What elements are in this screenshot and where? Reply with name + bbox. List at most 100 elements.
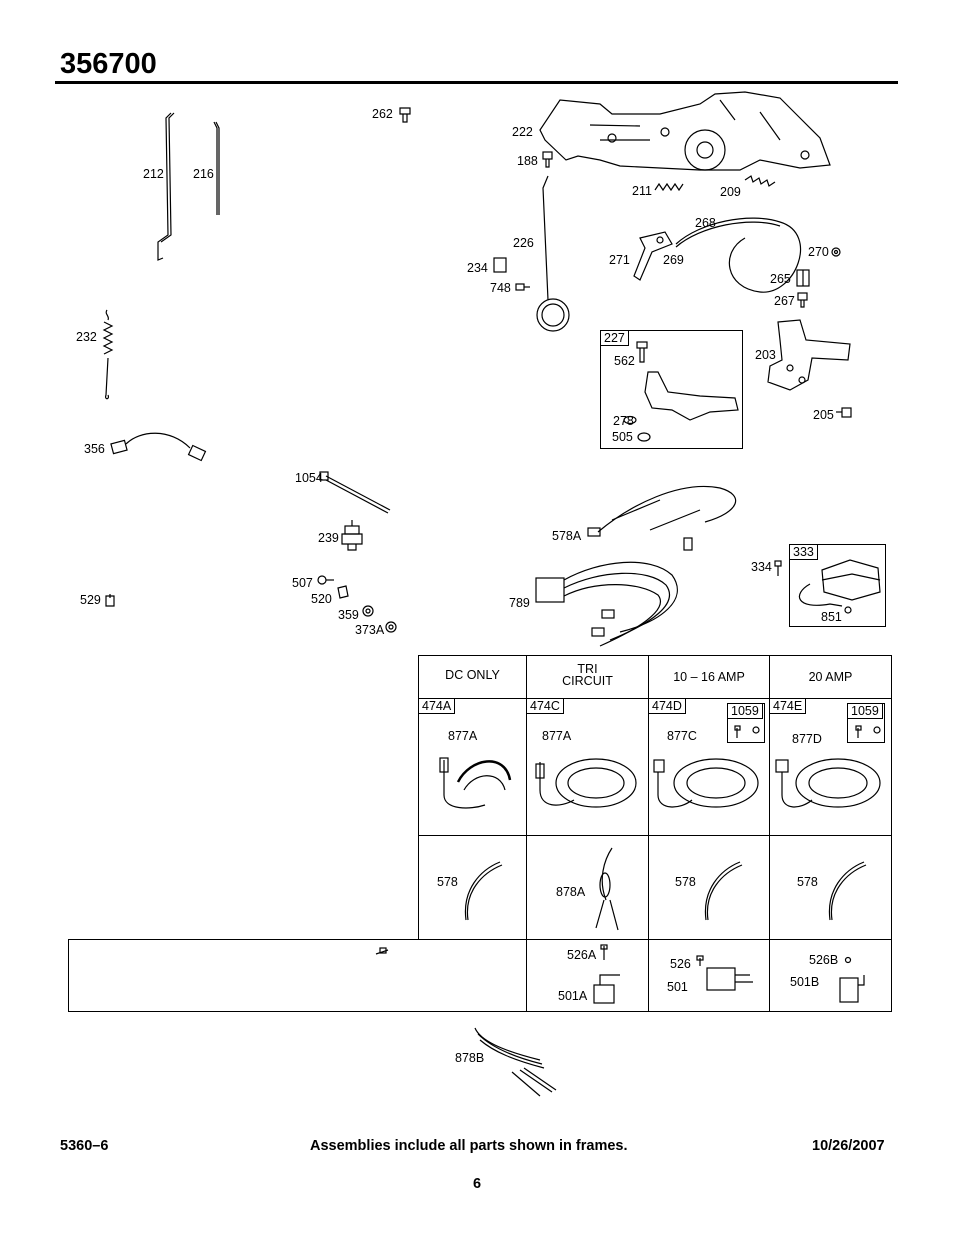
clip-234-drawing bbox=[493, 257, 507, 273]
assembly-frame-227 bbox=[600, 330, 743, 449]
stator-474C-drawing bbox=[535, 758, 637, 808]
governor-rod-226-drawing bbox=[536, 175, 570, 332]
link-rod-212-drawing bbox=[157, 112, 175, 261]
wire-harness-356-drawing bbox=[110, 432, 207, 462]
lead-878A-drawing bbox=[595, 847, 619, 931]
tie-strap-1054-drawing bbox=[319, 471, 391, 514]
callout-877D: 877D bbox=[792, 732, 822, 746]
callout-578-d: 578 bbox=[675, 875, 696, 889]
callout-271: 271 bbox=[609, 253, 630, 267]
screw-188-drawing bbox=[542, 151, 553, 168]
callout-239: 239 bbox=[318, 531, 339, 545]
lead-578-e-drawing bbox=[828, 861, 867, 921]
lead-cell-d bbox=[648, 835, 770, 940]
screw-205-drawing bbox=[836, 407, 852, 418]
kit-tag-1059-d: 1059 bbox=[727, 703, 763, 719]
footer-date: 10/26/2007 bbox=[812, 1138, 885, 1154]
callout-562: 562 bbox=[614, 354, 635, 368]
callout-578-e: 578 bbox=[797, 875, 818, 889]
clamp-265-drawing bbox=[796, 269, 810, 287]
lead-cell-a bbox=[418, 835, 527, 940]
stator-474D-drawing bbox=[653, 758, 759, 808]
nut-270-drawing bbox=[831, 247, 841, 257]
callout-878B: 878B bbox=[455, 1051, 485, 1065]
callout-520: 520 bbox=[311, 592, 332, 606]
callout-270: 270 bbox=[808, 245, 829, 259]
footer-doc-number: 5360–6 bbox=[60, 1138, 109, 1154]
callout-877C: 877C bbox=[667, 729, 697, 743]
callout-501: 501 bbox=[667, 980, 688, 994]
callout-373A: 373A bbox=[355, 623, 385, 637]
spring-211-drawing bbox=[654, 182, 684, 192]
assembly-tag-474E: 474E bbox=[769, 698, 807, 714]
callout-748: 748 bbox=[490, 281, 511, 295]
callout-878A: 878A bbox=[556, 885, 586, 899]
screw-267-drawing bbox=[797, 292, 808, 308]
oil-switch-239-drawing bbox=[341, 520, 363, 551]
harness-878B-drawing bbox=[474, 1027, 557, 1097]
nut-373A-drawing bbox=[385, 621, 397, 633]
bracket-203-drawing bbox=[767, 319, 851, 391]
callout-851: 851 bbox=[821, 610, 842, 624]
stator-cell-c bbox=[526, 698, 649, 836]
stator-474A-drawing bbox=[439, 757, 512, 809]
callout-1054: 1054 bbox=[295, 471, 323, 485]
callout-212: 212 bbox=[143, 167, 164, 181]
callout-501B: 501B bbox=[790, 975, 820, 989]
screw-334-drawing bbox=[774, 560, 782, 576]
lever-271-drawing bbox=[633, 231, 673, 281]
callout-265: 265 bbox=[770, 272, 791, 286]
washer-359-drawing bbox=[362, 605, 374, 617]
callout-188: 188 bbox=[517, 154, 538, 168]
callout-877A-a: 877A bbox=[448, 729, 478, 743]
callout-359: 359 bbox=[338, 608, 359, 622]
callout-268: 268 bbox=[695, 216, 716, 230]
ignition-module-333-drawing bbox=[799, 559, 881, 614]
control-bracket-222-drawing bbox=[539, 91, 831, 171]
regulator-cell-d bbox=[648, 939, 770, 1012]
callout-222: 222 bbox=[512, 125, 533, 139]
spring-232-drawing bbox=[102, 309, 114, 400]
link-rod-216-drawing bbox=[213, 121, 220, 215]
header-10-16-amp: 10 – 16 AMP bbox=[673, 670, 745, 684]
regulator-501-drawing bbox=[696, 955, 753, 991]
callout-501A: 501A bbox=[558, 989, 588, 1003]
callout-278: 278 bbox=[613, 414, 634, 428]
title-divider bbox=[55, 81, 898, 84]
callout-526: 526 bbox=[670, 957, 691, 971]
header-tri-line2: CIRCUIT bbox=[562, 674, 613, 688]
callout-526A: 526A bbox=[567, 948, 597, 962]
callout-232: 232 bbox=[76, 330, 97, 344]
assembly-tag-474D: 474D bbox=[648, 698, 686, 714]
lead-578-a-drawing bbox=[464, 861, 503, 921]
kit-tag-1059-e: 1059 bbox=[847, 703, 883, 719]
harness-578A-drawing bbox=[587, 486, 737, 551]
header-20-amp: 20 AMP bbox=[808, 670, 853, 684]
screw-262-drawing bbox=[399, 107, 411, 123]
callout-226: 226 bbox=[513, 236, 534, 250]
stator-cell-a bbox=[418, 698, 527, 836]
callout-578-a: 578 bbox=[437, 875, 458, 889]
terminal-520-drawing bbox=[337, 585, 349, 599]
footer-note: Assemblies include all parts shown in fr… bbox=[310, 1138, 628, 1154]
clip-529-drawing bbox=[105, 594, 115, 607]
kit-1059-e-drawing bbox=[855, 725, 881, 738]
assembly-tag-227: 227 bbox=[600, 330, 629, 346]
regulator-501B-drawing bbox=[839, 956, 865, 1003]
callout-205: 205 bbox=[813, 408, 834, 422]
bracket-227-drawing bbox=[623, 341, 739, 442]
callout-529: 529 bbox=[80, 593, 101, 607]
callout-269: 269 bbox=[663, 253, 684, 267]
header-tri-line1: TRI bbox=[577, 662, 598, 676]
callout-578A: 578A bbox=[552, 529, 582, 543]
callout-334: 334 bbox=[751, 560, 772, 574]
lead-cell-e bbox=[769, 835, 892, 940]
assembly-tag-333: 333 bbox=[789, 544, 818, 560]
screw-748-drawing bbox=[515, 283, 530, 291]
callout-877A-c: 877A bbox=[542, 729, 572, 743]
throttle-cable-268-drawing bbox=[675, 217, 801, 293]
assembly-frame-333 bbox=[789, 544, 886, 627]
callout-356: 356 bbox=[84, 442, 105, 456]
header-dc-only: DC ONLY bbox=[445, 668, 500, 682]
lead-578-d-drawing bbox=[704, 861, 743, 921]
